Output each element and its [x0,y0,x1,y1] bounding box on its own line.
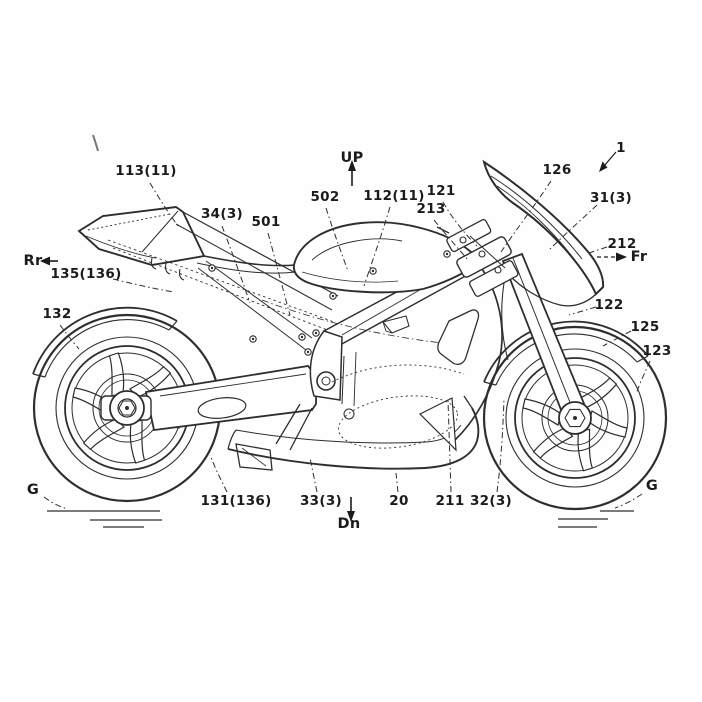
ref-label-123: 123 [642,343,672,359]
down-marker-label: Dn [337,516,361,532]
leader-lines [43,180,651,510]
ref-label-126: 126 [542,162,572,178]
down-arrow [347,497,355,522]
ref-label-213: 213 [416,201,446,217]
scan-artifact [92,134,99,152]
ref-label-135-136: 135(136) [50,266,122,282]
handlebar-end [436,226,450,234]
rear-marker-label: Rr [23,253,43,269]
up-marker-label: UP [340,150,364,166]
direction-arrows [40,151,627,522]
front-arrow [597,252,627,262]
ref-label-211: 211 [435,493,465,509]
ref-label-32-3: 32(3) [469,493,513,509]
ref-label-121: 121 [426,183,456,199]
frame-bolts [208,250,451,356]
ref-label-131-136: 131(136) [200,493,272,509]
front-hub [558,401,592,435]
up-arrow [348,160,356,186]
ground-lines [47,510,634,528]
front-fork [501,252,587,417]
belly-pan [227,262,509,470]
ref-label-34-3: 34(3) [200,206,244,222]
ref-1-pointer-arrow [599,151,617,172]
ref-label-1: 1 [616,140,626,156]
ref-label-20: 20 [389,493,409,509]
rear-hub [109,390,145,426]
ref-label-502: 502 [310,189,340,205]
ref-label-501: 501 [251,214,281,230]
air-duct [382,315,410,334]
ref-label-33-3: 33(3) [299,493,343,509]
front-marker-label: Fr [630,249,648,265]
steering-head [436,219,519,297]
fairing-vent [437,309,480,365]
tail-cowl [77,206,339,351]
ref-label-122: 122 [594,297,624,313]
ref-label-132: 132 [42,306,72,322]
frame-and-tank [208,221,482,420]
ref-label-212: 212 [607,236,637,252]
ground-marker-label-right: G [645,478,659,494]
windscreen [482,159,605,307]
rear-fender [32,306,178,378]
ground-marker-label-left: G [26,482,40,498]
ref-label-31-3: 31(3) [589,190,633,206]
ref-label-112-11: 112(11) [363,188,425,204]
front-fender [483,320,649,386]
ref-label-113-11: 113(11) [115,163,177,179]
ref-label-125: 125 [630,319,660,335]
rear-arrow [40,256,58,266]
